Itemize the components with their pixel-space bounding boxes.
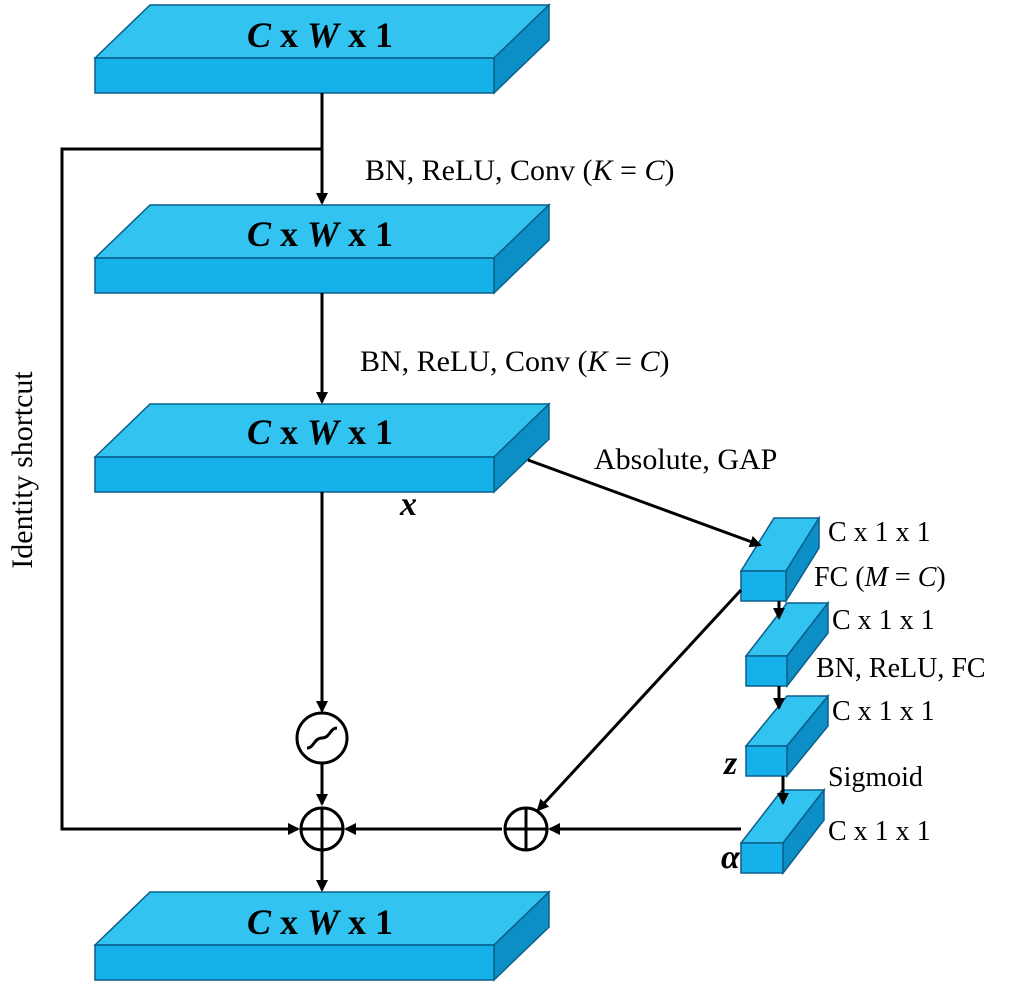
small-block-gap: C x 1 x 1 <box>739 515 931 604</box>
small-block-fc1: C x 1 x 1 <box>744 600 935 689</box>
soft-threshold-icon <box>295 711 349 765</box>
variable-alpha: α <box>721 839 741 876</box>
edge-label-gap: Absolute, GAP <box>594 443 777 476</box>
feature-block-input: C x W x 1 <box>93 3 551 95</box>
block-dimension-label: C x W x 1 <box>247 412 393 452</box>
small-block-label: C x 1 x 1 <box>828 517 931 548</box>
block-dimension-label: C x W x 1 <box>247 902 393 942</box>
edge-gap-to-product <box>536 588 743 812</box>
small-block-label: C x 1 x 1 <box>832 696 935 727</box>
edge-label-conv1: BN, ReLU, Conv (K = C) <box>365 154 674 187</box>
small-block-label: C x 1 x 1 <box>828 816 931 847</box>
circled-plus-icon <box>299 806 345 852</box>
small-block-label: C x 1 x 1 <box>832 605 935 636</box>
variable-z: z <box>723 745 738 782</box>
circled-plus-icon <box>503 806 549 852</box>
edge-label-fc2: BN, ReLU, FC <box>816 653 986 684</box>
feature-block-conv1: C x W x 1 <box>93 203 551 295</box>
edge-label-sigmoid: Sigmoid <box>828 762 923 793</box>
edge-label-conv2: BN, ReLU, Conv (K = C) <box>360 345 669 378</box>
edge-absolute-gap <box>527 458 762 548</box>
small-block-z: C x 1 x 1 <box>744 693 935 779</box>
block-dimension-label: C x W x 1 <box>247 214 393 254</box>
small-block-alpha: C x 1 x 1 <box>739 787 931 876</box>
edge-identity-shortcut <box>60 147 322 835</box>
block-dimension-label: C x W x 1 <box>247 15 393 55</box>
feature-block-output: C x W x 1 <box>93 890 551 982</box>
variable-x: x <box>399 486 417 523</box>
edge-label-identity-shortcut: Identity shortcut <box>6 371 39 569</box>
feature-block-conv2: C x W x 1 <box>93 402 551 494</box>
edge-label-fc1: FC (M = C) <box>814 562 946 593</box>
